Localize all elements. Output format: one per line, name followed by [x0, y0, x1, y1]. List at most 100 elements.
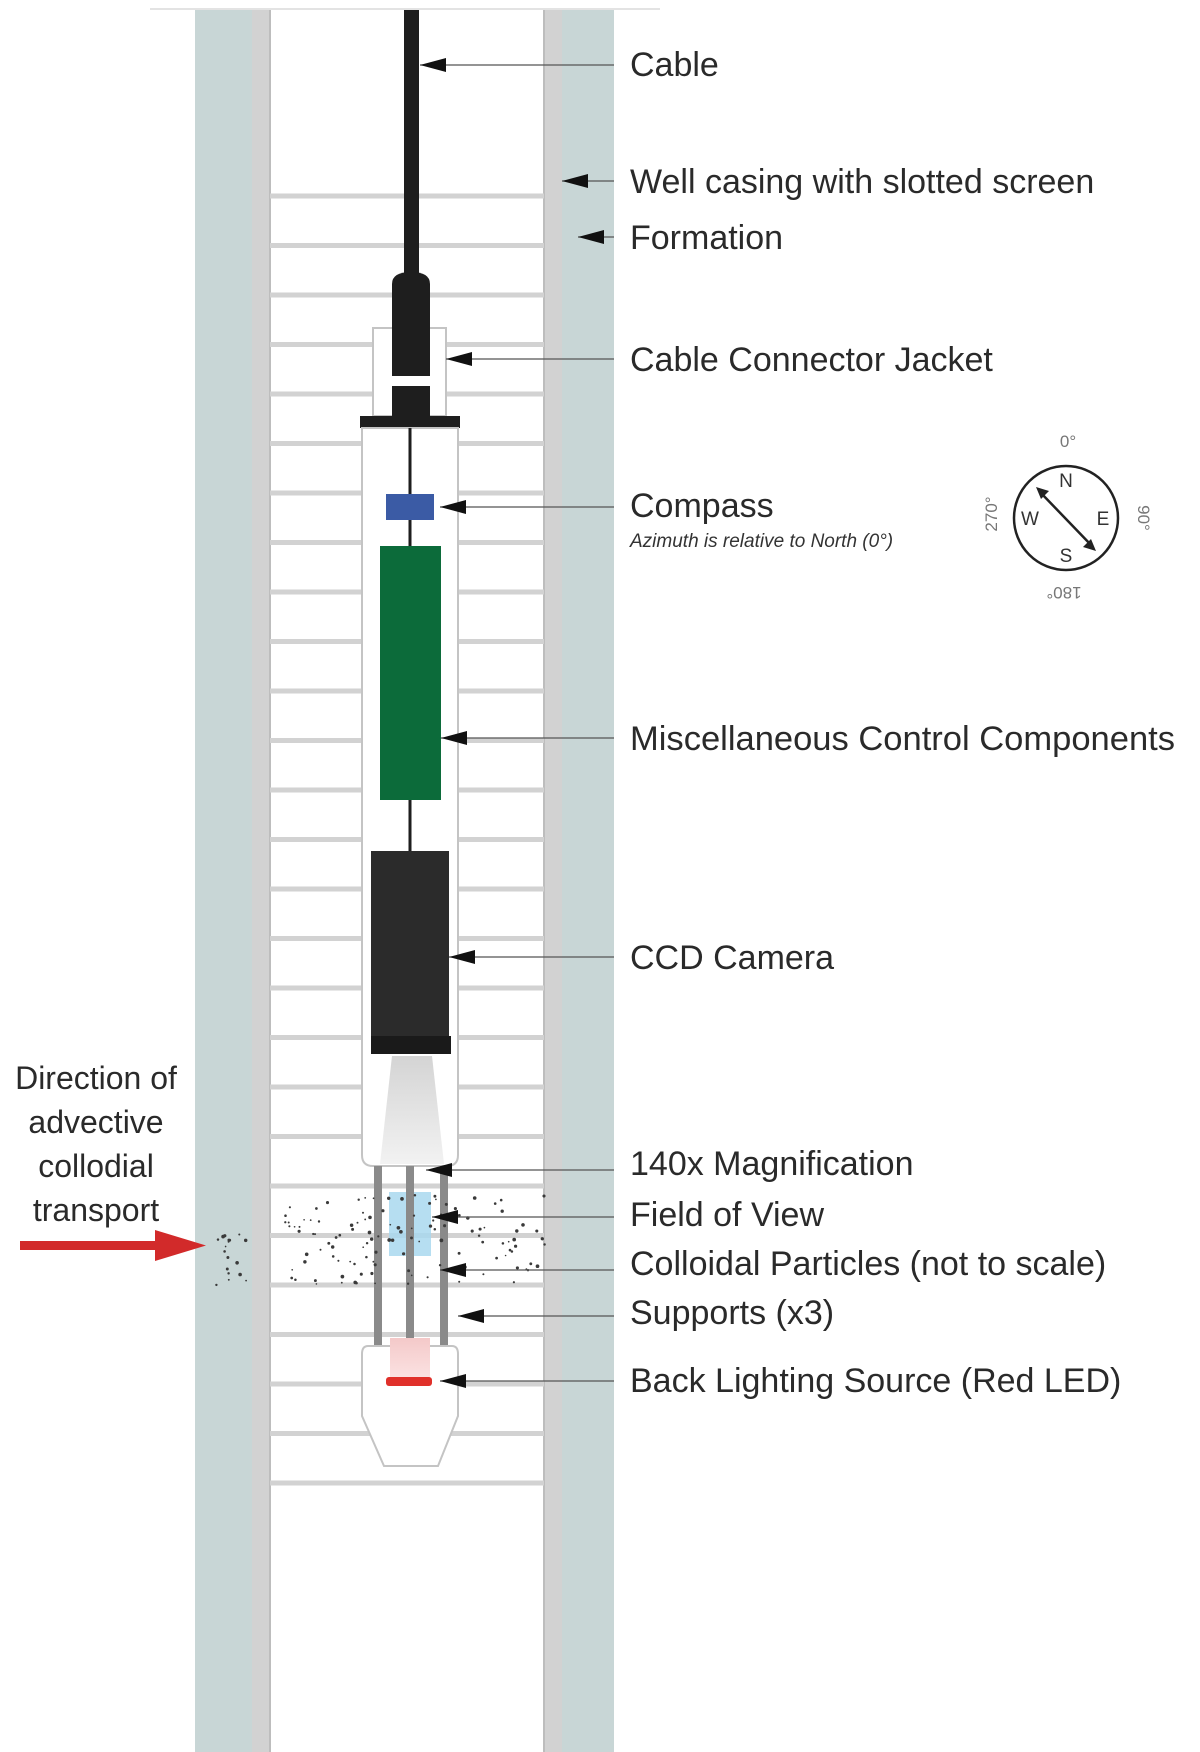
colloid-particle — [227, 1278, 230, 1281]
cable — [404, 10, 419, 280]
colloid-particle — [413, 1193, 417, 1197]
compass-letter-e: E — [1097, 509, 1110, 530]
colloid-particle — [535, 1264, 540, 1269]
colloid-particle — [288, 1206, 291, 1209]
colloid-particle — [512, 1237, 517, 1242]
label-colloidal-particles: Colloidal Particles (not to scale) — [630, 1245, 1106, 1283]
colloid-particle — [443, 1224, 447, 1228]
colloid-particle — [500, 1209, 504, 1213]
compass-letter-s: S — [1060, 546, 1073, 567]
colloid-particle — [291, 1268, 294, 1271]
colloid-particle — [227, 1272, 230, 1275]
colloid-particle — [364, 1197, 367, 1199]
colloid-particle — [365, 1241, 369, 1245]
colloid-particle — [387, 1238, 392, 1242]
colloid-particle — [444, 1202, 448, 1206]
compass-module — [386, 494, 434, 520]
casing-wall-left — [252, 10, 270, 1752]
led-glow — [390, 1338, 430, 1380]
colloid-particle — [512, 1281, 515, 1284]
colloid-particle — [428, 1224, 433, 1228]
colloid-particle — [481, 1240, 485, 1244]
colloid-particle — [513, 1244, 518, 1248]
label-well-casing: Well casing with slotted screen — [630, 163, 1094, 201]
colloid-particle — [407, 1269, 411, 1273]
colloid-particle — [457, 1251, 461, 1255]
colloid-particle — [370, 1271, 374, 1276]
colloid-particle — [410, 1236, 413, 1240]
colloid-particle — [400, 1197, 404, 1201]
colloid-particle — [216, 1238, 220, 1241]
control-components — [380, 546, 441, 800]
colloid-particle — [381, 1209, 385, 1213]
colloid-particle — [373, 1263, 377, 1267]
colloid-particle — [412, 1214, 416, 1217]
colloid-particle — [515, 1229, 519, 1233]
colloid-particle — [374, 1250, 378, 1254]
colloid-particle — [313, 1279, 317, 1283]
colloid-particle — [390, 1238, 395, 1243]
label-ccd-camera: CCD Camera — [630, 939, 834, 977]
leader-lines — [420, 58, 614, 1388]
colloid-particle — [399, 1229, 403, 1234]
direction-text-line-1: Direction of — [15, 1060, 177, 1096]
colloid-particle — [401, 1252, 406, 1256]
colloid-particle — [303, 1260, 307, 1264]
optics-beam — [380, 1056, 444, 1164]
ccd-camera — [371, 851, 449, 1053]
label-connector-jacket: Cable Connector Jacket — [630, 341, 993, 379]
colloid-particle — [374, 1282, 376, 1285]
colloid-particle — [330, 1245, 335, 1249]
colloid-particle — [438, 1263, 442, 1267]
colloid-particle — [457, 1214, 461, 1217]
colloid-particle — [372, 1197, 375, 1200]
colloid-particle — [294, 1278, 297, 1281]
colloid-particle — [215, 1283, 218, 1287]
direction-text-line-2: advective — [28, 1104, 163, 1140]
colloid-particle — [243, 1238, 248, 1243]
transport-direction-arrow — [20, 1230, 206, 1261]
support-center — [406, 1166, 414, 1354]
probe-top-cap — [360, 416, 460, 428]
colloid-particle — [245, 1279, 247, 1282]
colloid-particle — [510, 1250, 514, 1253]
colloid-particle — [340, 1281, 343, 1284]
support-left — [374, 1166, 382, 1354]
colloid-particle — [521, 1223, 525, 1227]
compass-deg-180: 180° — [1046, 583, 1081, 602]
colloid-particle — [535, 1229, 539, 1233]
colloid-particle — [356, 1221, 359, 1224]
label-cable: Cable — [630, 46, 719, 84]
colloid-particle — [386, 1196, 391, 1201]
colloid-particle — [439, 1238, 444, 1243]
colloid-particle — [284, 1214, 287, 1217]
support-right — [440, 1166, 448, 1354]
colloid-particle — [227, 1240, 230, 1243]
colloid-particle — [368, 1215, 372, 1220]
label-field-of-view: Field of View — [630, 1196, 824, 1234]
colloid-particle — [493, 1202, 497, 1205]
formation-right — [560, 10, 614, 1752]
colloid-particle — [389, 1223, 392, 1226]
colloid-particle — [331, 1255, 335, 1258]
ccd-camera-base — [371, 1036, 451, 1054]
colloid-particle — [508, 1248, 512, 1252]
colloid-particle — [315, 1283, 318, 1285]
colloid-particle — [355, 1281, 358, 1285]
compass-deg-90: 90° — [1134, 505, 1153, 531]
colloid-particle — [297, 1229, 301, 1233]
label-back-lighting: Back Lighting Source (Red LED) — [630, 1362, 1121, 1400]
colloid-particle — [223, 1250, 226, 1253]
colloid-particle — [410, 1274, 413, 1277]
label-misc-components: Miscellaneous Control Components — [630, 720, 1175, 758]
colloid-particle — [377, 1235, 380, 1238]
colloid-particle — [372, 1260, 375, 1263]
label-compass: Compass — [630, 487, 774, 525]
colloid-particle — [298, 1225, 301, 1228]
casing-wall-right — [544, 10, 562, 1752]
cable-connector — [392, 272, 430, 376]
compass-letter-w: W — [1021, 509, 1039, 530]
colloid-particle — [458, 1280, 461, 1283]
colloid-particle — [499, 1198, 503, 1202]
